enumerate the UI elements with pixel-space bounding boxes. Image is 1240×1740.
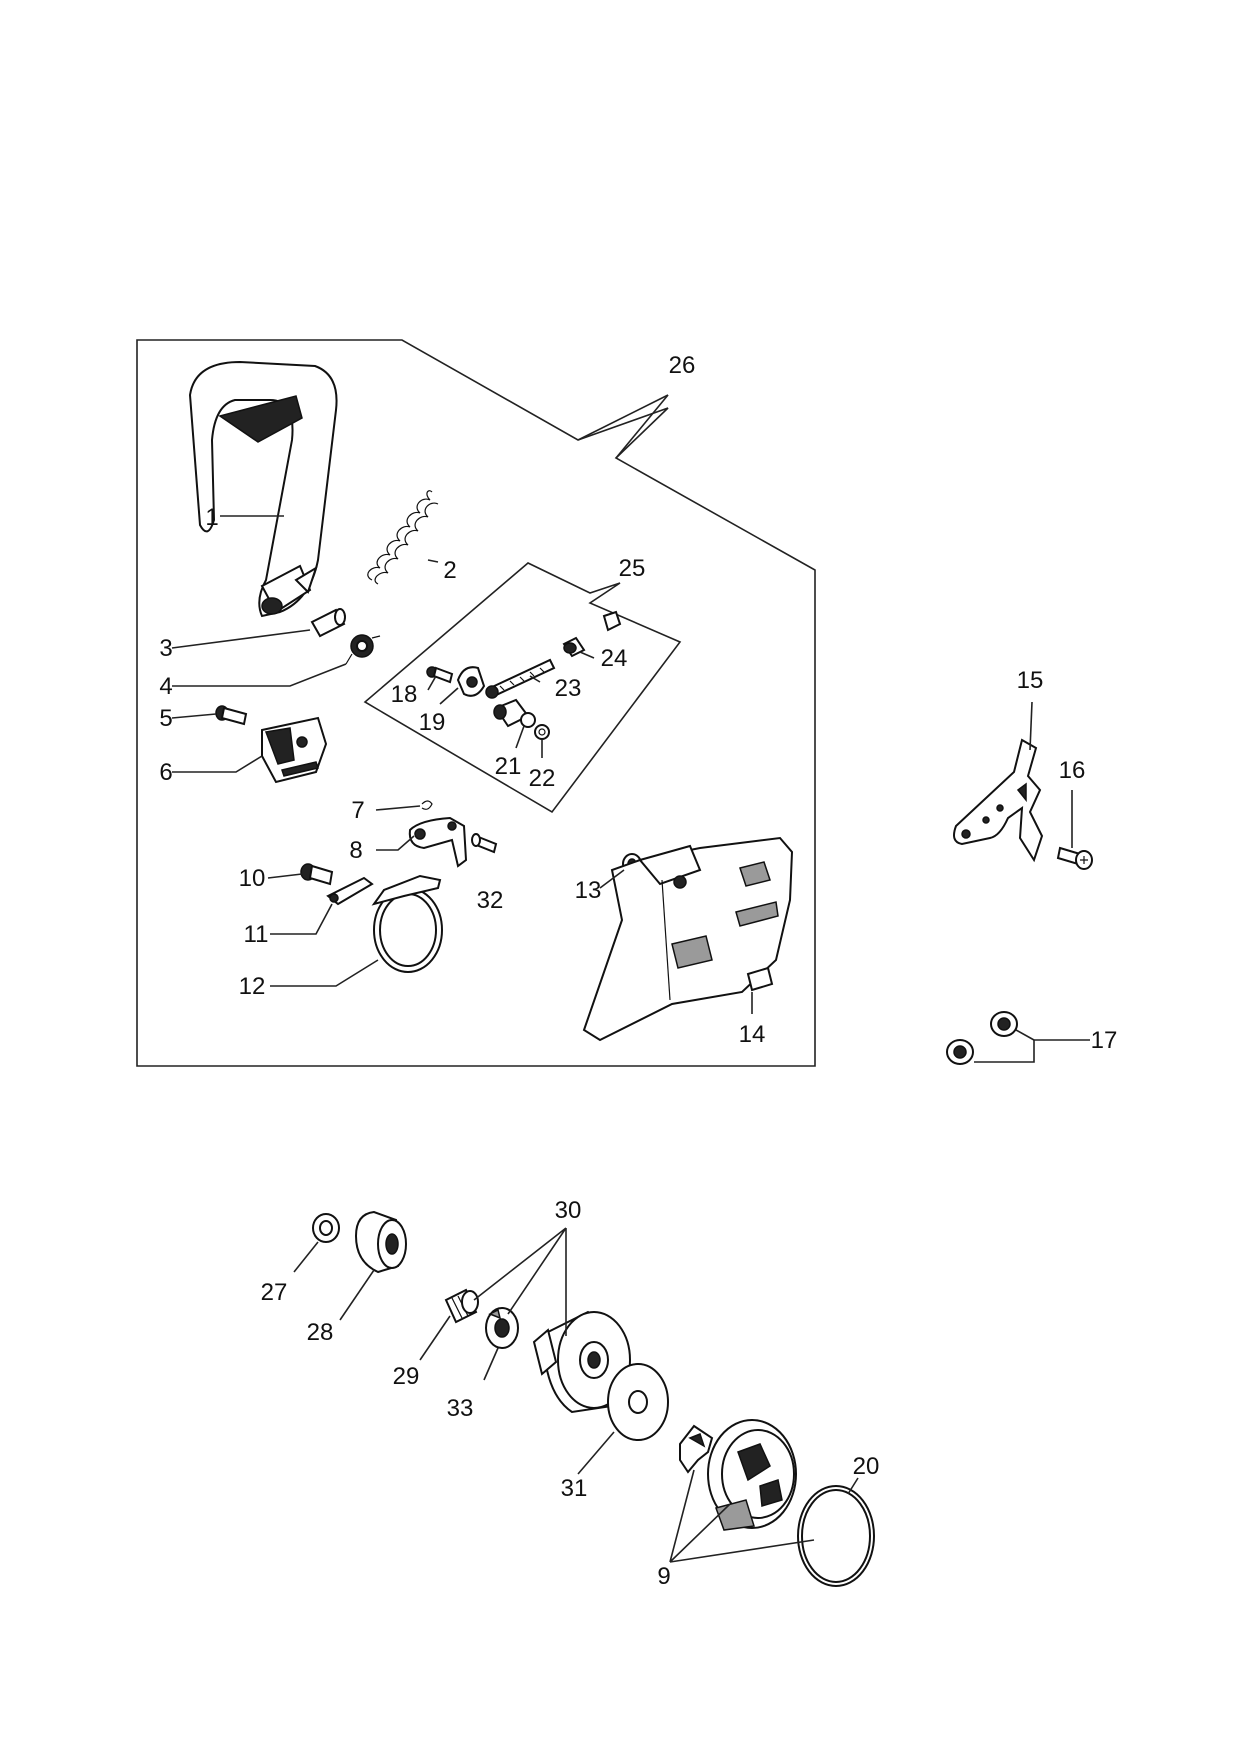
label-4: 4 xyxy=(159,673,172,700)
group-25-outline xyxy=(363,562,682,814)
label-18: 18 xyxy=(391,681,418,708)
label-11: 11 xyxy=(244,921,269,948)
label-22: 22 xyxy=(529,765,556,792)
label-28: 28 xyxy=(307,1319,334,1346)
needle-bearing-29-part xyxy=(444,1288,479,1324)
pin-3-part xyxy=(310,608,346,638)
clutch-9-part xyxy=(679,1419,797,1531)
washer-31-part xyxy=(607,1363,669,1441)
label-33: 33 xyxy=(447,1395,474,1422)
label-12: 12 xyxy=(239,973,266,1000)
group-26-outline xyxy=(136,339,816,1067)
brake-band-12-part xyxy=(371,874,443,973)
screw-10-part xyxy=(300,863,334,886)
bumper-spike-15-part xyxy=(953,738,1044,863)
part-33 xyxy=(485,1307,519,1349)
label-1: 1 xyxy=(205,504,218,531)
label-19: 19 xyxy=(419,709,446,736)
screw-5-part xyxy=(215,705,248,726)
pin-32-part xyxy=(471,833,498,854)
bracket-6-part xyxy=(261,716,328,784)
cap-24-part xyxy=(562,610,622,658)
part-19 xyxy=(456,666,486,697)
part-28 xyxy=(354,1210,407,1274)
washer-22-part xyxy=(534,724,550,740)
screw-18-part xyxy=(426,666,454,684)
leader-26a xyxy=(577,394,669,441)
label-27: 27 xyxy=(261,1279,288,1306)
label-3: 3 xyxy=(159,635,172,662)
link-11-part xyxy=(326,876,374,906)
screw-16-part xyxy=(1056,846,1093,870)
label-32: 32 xyxy=(477,887,504,914)
label-26: 26 xyxy=(669,352,696,379)
torsion-spring-4-part xyxy=(345,634,381,665)
label-29: 29 xyxy=(393,1363,420,1390)
nuts-17-part xyxy=(946,1011,1018,1065)
label-17: 17 xyxy=(1091,1027,1118,1054)
label-31: 31 xyxy=(561,1475,588,1502)
leader-26b xyxy=(615,394,669,459)
label-13: 13 xyxy=(575,877,602,904)
label-24: 24 xyxy=(601,645,628,672)
callout-labels: 26 1 2 25 3 24 4 18 23 5 19 6 21 22 7 8 … xyxy=(159,352,1117,1590)
label-21: 21 xyxy=(495,753,522,780)
label-9: 9 xyxy=(657,1563,670,1590)
lever-8-part xyxy=(408,816,468,868)
ring-20-part xyxy=(797,1485,875,1587)
label-20: 20 xyxy=(853,1453,880,1480)
label-5: 5 xyxy=(159,705,172,732)
label-10: 10 xyxy=(239,865,266,892)
label-2: 2 xyxy=(443,557,456,584)
rod-23-part xyxy=(485,658,556,699)
hand-guard-part xyxy=(188,360,338,618)
spring-2-part xyxy=(367,490,439,585)
label-6: 6 xyxy=(159,759,172,786)
label-14: 14 xyxy=(739,1021,766,1048)
label-8: 8 xyxy=(349,837,362,864)
label-23: 23 xyxy=(555,675,582,702)
leader-lines xyxy=(171,515,1090,1563)
part-21 xyxy=(493,698,536,728)
label-15: 15 xyxy=(1017,667,1044,694)
label-7: 7 xyxy=(351,797,364,824)
label-16: 16 xyxy=(1059,757,1086,784)
clip-7-part xyxy=(421,800,433,810)
washer-27-part xyxy=(312,1213,340,1243)
label-30: 30 xyxy=(555,1197,582,1224)
label-25: 25 xyxy=(619,555,646,582)
sprocket-cover-14-part xyxy=(582,836,794,1042)
